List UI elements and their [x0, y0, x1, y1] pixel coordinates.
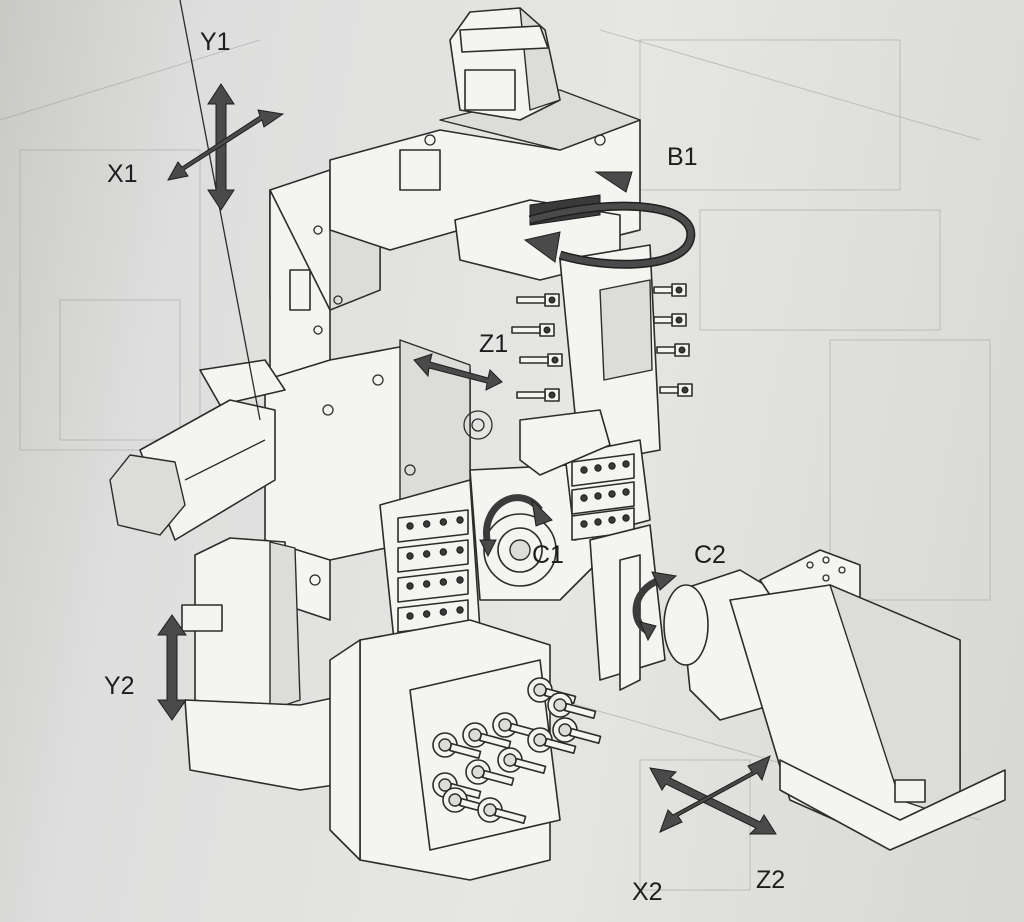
live-tool — [432, 772, 482, 799]
c1-rotation-arrow — [479, 494, 553, 558]
c2-spindle-unit — [589, 524, 1006, 851]
live-tool — [465, 759, 515, 786]
x1-drive-motor — [109, 0, 276, 541]
tool-plate — [571, 453, 635, 487]
tool-holder — [516, 388, 560, 402]
label-y1: Y1 — [200, 28, 231, 56]
live-tool — [492, 712, 542, 739]
b1-spindle-head — [329, 7, 641, 281]
c2-rotation-arrow — [632, 571, 678, 642]
live-tool — [497, 747, 547, 774]
y1-x1-arrow-cross — [167, 83, 285, 211]
tool-plate — [397, 539, 469, 573]
label-b1: B1 — [667, 143, 698, 171]
tool-holder — [656, 343, 690, 357]
y2-arrow — [157, 614, 187, 721]
tool-plate — [571, 481, 635, 515]
live-tool — [462, 722, 512, 749]
c1-tool-turret — [379, 464, 601, 651]
y2-lower-assembly — [181, 537, 602, 881]
live-tool — [432, 732, 482, 759]
live-tool — [477, 797, 527, 824]
live-tool — [527, 727, 577, 754]
tool-plate — [397, 569, 469, 603]
live-tool — [547, 692, 597, 719]
tool-holder — [519, 353, 563, 367]
label-c2: C2 — [694, 541, 726, 569]
live-tool — [552, 717, 602, 744]
label-x2: X2 — [632, 878, 663, 906]
label-x1: X1 — [107, 160, 138, 188]
label-y2: Y2 — [104, 672, 135, 700]
label-c1: C1 — [532, 541, 564, 569]
x2-z2-arrow-cross — [649, 755, 777, 835]
b1-rotation-arrow — [523, 171, 696, 269]
tool-holder — [511, 323, 555, 337]
tool-plate — [571, 507, 635, 541]
tool-holder — [659, 383, 693, 397]
label-z2: Z2 — [756, 866, 785, 894]
tool-holder — [653, 313, 687, 327]
z1-arrow — [413, 353, 503, 391]
tool-holder — [653, 283, 687, 297]
z1-tool-block — [511, 244, 693, 466]
right-tool-plates — [519, 409, 651, 541]
label-z1: Z1 — [479, 330, 508, 358]
tool-holder — [516, 293, 560, 307]
tool-plate — [397, 509, 469, 543]
